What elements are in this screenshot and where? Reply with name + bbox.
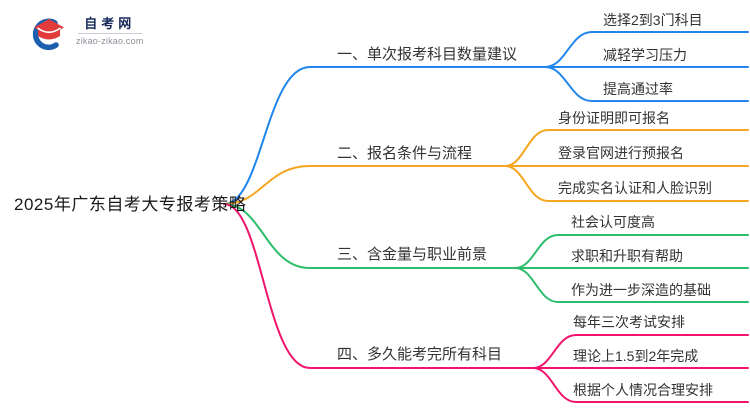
branch-3-leaf-3: 作为进一步深造的基础 <box>571 282 711 298</box>
branch-1-main-line <box>223 66 749 205</box>
branch-3-main-line <box>223 203 749 269</box>
branch-2-main-line <box>223 165 749 205</box>
branch-4-main-line <box>223 203 749 369</box>
branch-1-leaf-3: 提高通过率 <box>603 81 673 97</box>
logo-title: 自考网 <box>84 16 136 31</box>
branch-4-leaf-3: 根据个人情况合理安排 <box>573 382 713 398</box>
branch-2-lower-leaf-line <box>504 165 749 202</box>
branch-4-leaf-1: 每年三次考试安排 <box>573 314 685 330</box>
branch-2-upper-leaf-line <box>504 129 749 167</box>
site-logo: 自考网 zikao-zikao.com <box>28 16 144 52</box>
branch-4-leaf-2: 理论上1.5到2年完成 <box>573 348 699 364</box>
branch-2-label: 二、报名条件与流程 <box>337 145 473 162</box>
branch-1-lower-leaf-line <box>544 66 749 102</box>
branch-2-leaf-2: 登录官网进行预报名 <box>558 145 684 161</box>
branch-2-leaf-1: 身份证明即可报名 <box>558 110 670 126</box>
logo-divider <box>77 33 142 34</box>
branch-4-upper-leaf-line <box>532 334 749 369</box>
branch-3-upper-leaf-line <box>514 234 749 269</box>
branch-3-lower-leaf-line <box>514 267 749 303</box>
branch-4-label: 四、多久能考完所有科目 <box>337 346 503 363</box>
branch-1-leaf-1: 选择2到3门科目 <box>603 12 703 28</box>
central-topic: 2025年广东自考大专报考策略 <box>14 195 247 214</box>
branch-1-upper-leaf-line <box>544 31 749 68</box>
branch-3-leaf-1: 社会认可度高 <box>571 214 655 230</box>
branch-3-label: 三、含金量与职业前景 <box>337 246 488 263</box>
logo-domain: zikao-zikao.com <box>76 36 144 46</box>
branch-1-leaf-2: 减轻学习压力 <box>603 47 687 63</box>
graduation-cap-icon <box>32 18 64 51</box>
branch-4-lower-leaf-line <box>532 367 749 403</box>
branch-1-label: 一、单次报考科目数量建议 <box>337 46 518 63</box>
logo-text-block: 自考网 zikao-zikao.com <box>76 16 144 46</box>
branch-3-leaf-2: 求职和升职有帮助 <box>571 248 683 264</box>
branch-2-leaf-3: 完成实名认证和人脸识别 <box>558 180 712 196</box>
